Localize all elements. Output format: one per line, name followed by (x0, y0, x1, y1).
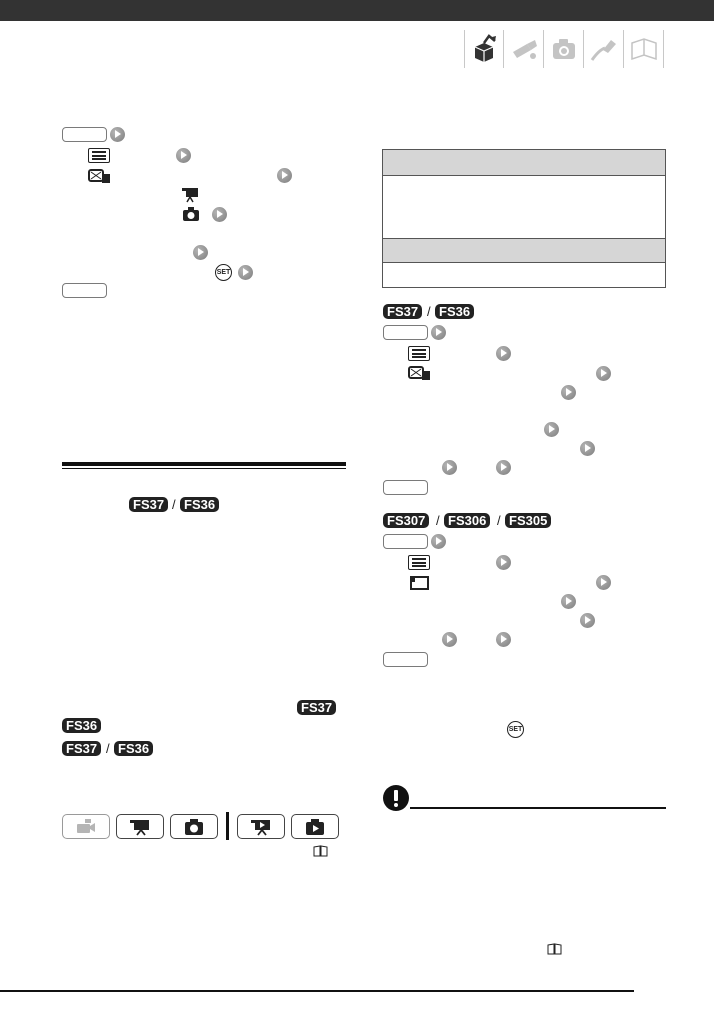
still-playback-icon (291, 814, 339, 839)
next-arrow-icon (580, 613, 595, 628)
table-header-row (383, 238, 665, 263)
menu-list-icon (88, 148, 110, 163)
func-button[interactable] (383, 480, 428, 495)
movie-record-icon (116, 814, 164, 839)
page-footer-rule (0, 990, 634, 992)
model-separator: / (436, 513, 440, 528)
menu-list-icon (408, 555, 430, 570)
func-button[interactable] (383, 534, 428, 549)
model-badge-fs36: FS36 (62, 718, 102, 733)
next-arrow-icon (176, 148, 191, 163)
next-arrow-icon (442, 460, 457, 475)
note-heading-rule (410, 807, 666, 809)
next-arrow-icon (431, 325, 446, 340)
next-arrow-icon (544, 422, 559, 437)
next-arrow-icon (193, 245, 208, 260)
model-separator: / (172, 497, 176, 512)
operating-mode-strip (62, 812, 345, 840)
page-header-bar (0, 0, 714, 21)
model-badge-fs37: FS37 (383, 304, 423, 319)
next-arrow-icon (496, 632, 511, 647)
model-badge-fs305: FS305 (505, 513, 552, 528)
func-button[interactable] (62, 127, 107, 142)
next-arrow-icon (277, 168, 292, 183)
memory-settings-icon (408, 366, 430, 380)
model-badge-fs37: FS37 (62, 741, 102, 756)
book-icon (624, 30, 664, 68)
movie-mode-icon (182, 188, 198, 203)
next-arrow-icon (212, 207, 227, 222)
video-camera-icon (504, 30, 544, 68)
section-heading-rule-thin (62, 468, 346, 469)
intro-box-icon (464, 30, 504, 68)
model-badge-fs37: FS37 (297, 700, 337, 715)
memory-settings-icon (88, 169, 110, 183)
next-arrow-icon (596, 575, 611, 590)
set-button-icon: SET (507, 721, 524, 738)
func-button[interactable] (383, 652, 428, 667)
next-arrow-icon (561, 594, 576, 609)
model-badge-fs307: FS307 (383, 513, 430, 528)
menu-list-icon (408, 346, 430, 361)
mode-strip-divider (226, 812, 229, 840)
info-table (382, 149, 666, 288)
page-reference-icon (547, 943, 562, 955)
model-badge-fs306: FS306 (444, 513, 491, 528)
next-arrow-icon (110, 127, 125, 142)
important-note-icon (383, 785, 409, 811)
cable-icon (584, 30, 624, 68)
model-badge-fs36: FS36 (180, 497, 220, 512)
func-button[interactable] (62, 283, 107, 298)
next-arrow-icon (238, 265, 253, 280)
next-arrow-icon (431, 534, 446, 549)
next-arrow-icon (580, 441, 595, 456)
next-arrow-icon (496, 460, 511, 475)
next-arrow-icon (596, 366, 611, 381)
photo-mode-icon (183, 207, 199, 221)
set-button-icon: SET (215, 264, 232, 281)
model-badge-fs36: FS36 (114, 741, 154, 756)
model-separator: / (497, 513, 501, 528)
model-badge-fs36: FS36 (435, 304, 475, 319)
movie-playback-icon (237, 814, 285, 839)
table-header-row (383, 150, 665, 176)
func-button[interactable] (383, 325, 428, 340)
model-badge-fs37: FS37 (129, 497, 169, 512)
next-arrow-icon (496, 555, 511, 570)
next-arrow-icon (496, 346, 511, 361)
next-arrow-icon (442, 632, 457, 647)
auto-mode-icon (62, 814, 110, 839)
section-icon-tabs (464, 30, 664, 68)
next-arrow-icon (561, 385, 576, 400)
still-camera-icon (544, 30, 584, 68)
section-heading-rule (62, 462, 346, 466)
model-separator: / (427, 304, 431, 319)
memory-card-icon (410, 576, 429, 590)
page-reference-icon (313, 845, 328, 857)
model-separator: / (106, 741, 110, 756)
still-record-icon (170, 814, 218, 839)
